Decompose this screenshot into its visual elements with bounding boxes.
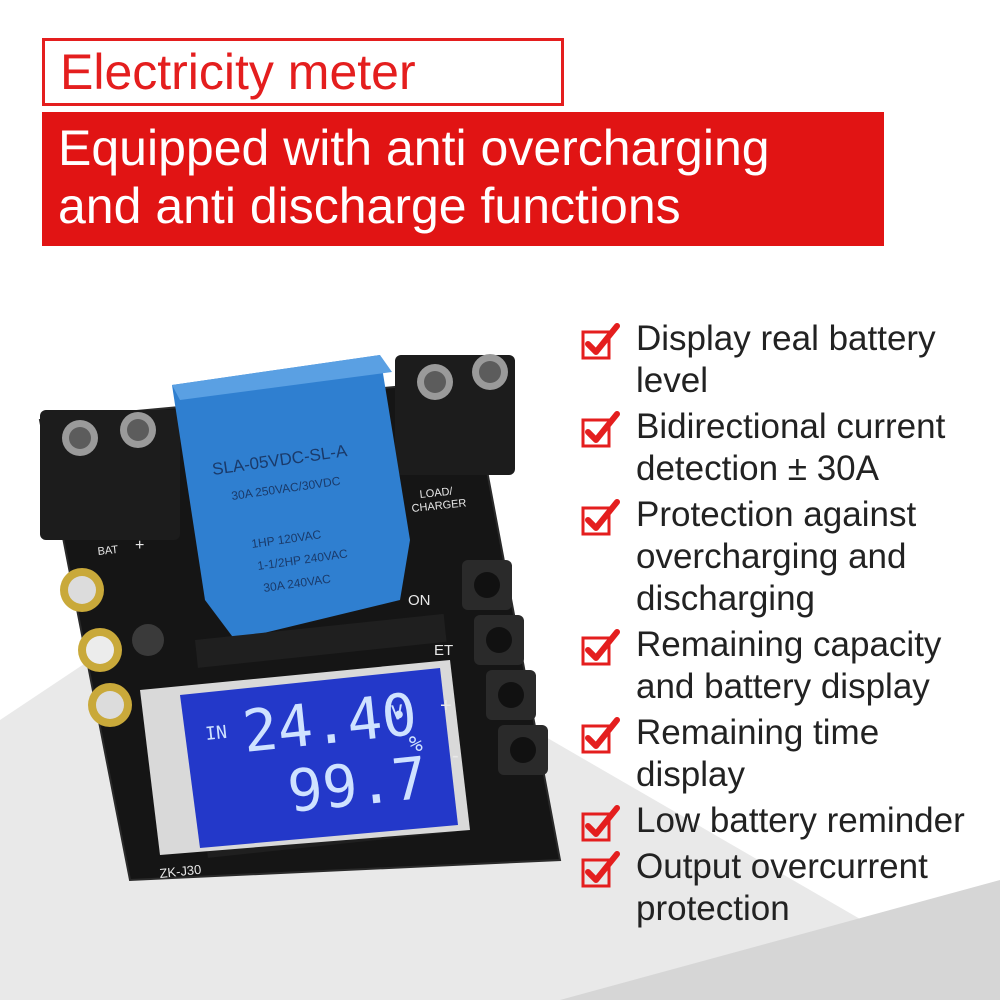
feature-item: Remaining time display: [580, 712, 990, 796]
plus-label: +: [440, 695, 452, 717]
feature-text-line: discharging: [636, 579, 815, 618]
capacitors: [60, 568, 164, 727]
checkbox-checked-icon: [581, 499, 620, 536]
lcd-screen: [180, 668, 458, 848]
feature-text-line: Display real battery: [636, 319, 936, 358]
lcd-percent: 99.7: [284, 744, 430, 826]
charger-label: CHARGER: [411, 497, 467, 515]
on-label: ON: [408, 592, 431, 609]
feature-list: Display real battery level Bidirectional…: [580, 318, 990, 934]
checkbox-checked-icon: [581, 411, 620, 448]
checkbox-checked-icon: [581, 851, 620, 888]
feature-text-line: level: [636, 361, 708, 400]
headline-line-1: Equipped with anti overcharging: [58, 120, 770, 176]
feature-text-line: Output overcurrent: [636, 847, 928, 886]
checkbox-checked-icon: [581, 629, 620, 666]
checkbox-checked-icon: [581, 323, 620, 360]
feature-text-line: detection ± 30A: [636, 449, 879, 488]
lcd-percent-unit: %: [408, 732, 424, 758]
feature-text-line: overcharging and: [636, 537, 907, 576]
page-title: Electricity meter: [60, 44, 416, 100]
set-label: ET: [434, 642, 453, 659]
feature-item: Bidirectional current detection ± 30A: [580, 406, 990, 490]
feature-text-line: Protection against: [636, 495, 917, 534]
lcd-in-label: IN: [204, 722, 228, 745]
feature-text-line: Remaining time: [636, 713, 880, 752]
headline-banner: [42, 112, 884, 246]
feature-item: Remaining capacity and battery display: [580, 624, 990, 708]
feature-item: Output overcurrent protection: [580, 846, 990, 930]
load-terminal-block: [395, 354, 515, 475]
bat-label: BAT: [97, 544, 119, 558]
relay: SLA-05VDC-SL-A 30A 250VAC/30VDC 1HP 120V…: [172, 355, 410, 640]
checkbox-checked-icon: [581, 805, 620, 842]
feature-text-line: Remaining capacity: [636, 625, 942, 664]
push-buttons: [462, 560, 548, 775]
title-box: [42, 38, 564, 106]
feature-item: Protection against overcharging and disc…: [580, 494, 990, 620]
feature-text-line: Low battery reminder: [636, 801, 965, 840]
bat-terminal-block: [40, 410, 180, 540]
headline-line-2: and anti discharge functions: [58, 178, 681, 234]
checkbox-checked-icon: [581, 717, 620, 754]
load-label: LOAD/: [419, 486, 454, 501]
feature-text-line: and battery display: [636, 667, 930, 706]
feature-item: Display real battery level: [580, 318, 990, 402]
bat-plus-label: +: [135, 537, 144, 554]
feature-item: Low battery reminder: [580, 800, 990, 842]
feature-text-line: Bidirectional current: [636, 407, 946, 446]
feature-text-line: protection: [636, 889, 790, 928]
lcd-voltage-unit: V: [390, 700, 404, 725]
board-model-label: ZK-J30: [159, 862, 202, 881]
minus-label: -: [452, 745, 459, 767]
feature-text-line: display: [636, 755, 745, 794]
